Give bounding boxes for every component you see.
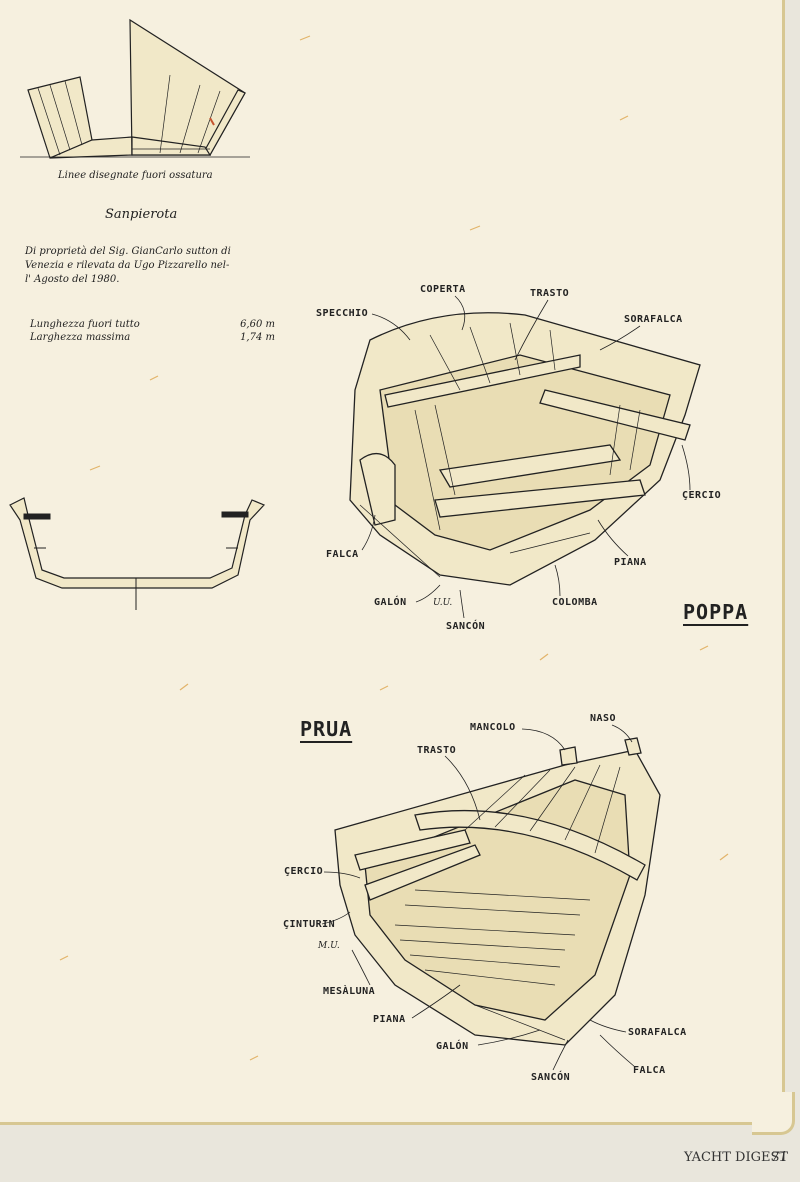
prua-signature: M.U.: [318, 941, 340, 951]
paper-texture: [59, 35, 729, 1061]
midship-section-drawing: [9, 497, 266, 610]
prua-heading: PRUA: [300, 717, 353, 741]
poppa-label-falca: FALCA: [326, 549, 359, 560]
footer-magazine-name: YACHT DIGEST: [684, 1150, 788, 1165]
prua-label-trasto: TRASTO: [417, 745, 457, 756]
prua-cutaway-drawing: [334, 737, 661, 1046]
poppa-label-coperta: COPERTA: [420, 284, 466, 295]
prua-label-sancon: SANCÓN: [531, 1072, 571, 1083]
dimension-row: Larghezza massima 1,74 m: [30, 331, 275, 344]
poppa-label-piana: PIANA: [614, 557, 647, 568]
prua-label-naso: NASO: [590, 713, 617, 724]
prua-label-mancolo: MANCOLO: [470, 722, 516, 733]
boat-dimensions: Lunghezza fuori tutto 6,60 m Larghezza m…: [30, 318, 275, 344]
poppa-label-galon: GALÓN: [374, 597, 407, 608]
poppa-label-colomba: COLOMBA: [552, 597, 598, 608]
description-line: Venezia e rilevata da Ugo Pizzarello nel…: [25, 260, 230, 271]
prua-label-piana: PIANA: [373, 1014, 406, 1025]
footer-page-number: 71: [771, 1150, 788, 1165]
boat-description: Di proprietà del Sig. GianCarlo sutton d…: [25, 245, 231, 287]
prua-label-cinturin: ÇINTURIN: [283, 919, 336, 930]
prua-label-sorafalca: SORAFALCA: [628, 1027, 687, 1038]
body-plan-drawing: [20, 18, 250, 159]
boat-title: Sanpierota: [105, 207, 178, 222]
prua-label-galon: GALÓN: [436, 1041, 469, 1052]
magazine-name: YACHT DIGEST: [684, 1150, 789, 1165]
page-corner-ornament: [752, 1092, 795, 1135]
dimension-row: Lunghezza fuori tutto 6,60 m: [30, 318, 275, 331]
poppa-label-trasto: TRASTO: [530, 288, 570, 299]
dimension-label: Larghezza massima: [30, 332, 131, 343]
poppa-label-cercio: ÇERCIO: [682, 490, 722, 501]
prua-label-mesaluna: MESÀLUNA: [323, 986, 376, 997]
poppa-label-sorafalca: SORAFALCA: [624, 314, 683, 325]
description-line: Di proprietà del Sig. GianCarlo sutton d…: [25, 246, 231, 257]
plan-caption: Linee disegnate fuori ossatura: [58, 170, 213, 181]
label-leader-lines: [321, 295, 691, 1071]
poppa-heading: POPPA: [683, 600, 749, 624]
dimension-value: 6,60 m: [240, 319, 275, 330]
poppa-signature: U.U.: [433, 598, 453, 608]
poppa-label-sancon: SANCÓN: [446, 621, 486, 632]
dimension-label: Lunghezza fuori tutto: [30, 319, 140, 330]
poppa-cutaway-drawing: [349, 312, 701, 586]
dimension-value: 1,74 m: [240, 332, 275, 343]
description-line: l' Agosto del 1980.: [25, 274, 120, 285]
prua-label-falca: FALCA: [633, 1065, 666, 1076]
magazine-page: Linee disegnate fuori ossatura Sanpierot…: [0, 0, 785, 1125]
poppa-label-specchio: SPECCHIO: [316, 308, 369, 319]
prua-label-cercio: ÇERCIO: [284, 866, 324, 877]
